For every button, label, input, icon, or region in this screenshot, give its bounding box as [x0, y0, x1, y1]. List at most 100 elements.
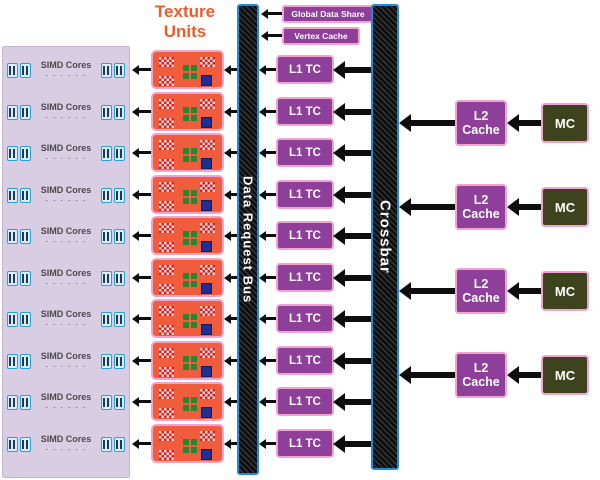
arrow-crossbar-to-l1	[345, 275, 372, 281]
simd-core-cluster: SIMD Cores· · · · · ·	[5, 218, 127, 254]
arrow-vertex-cache-to-bus	[268, 34, 282, 37]
pipeline-row: SIMD Cores· · · · · · L1 TC	[0, 91, 600, 133]
simd-cores-label: SIMD Cores	[40, 267, 92, 278]
simd-cores-label: SIMD Cores	[40, 101, 92, 112]
memory-channel: L2 Cache MC	[0, 352, 600, 398]
l2-cache: L2 Cache	[455, 268, 507, 314]
arrow-mc-to-l2	[519, 204, 541, 210]
pipeline-row: SIMD Cores· · · · · · L1 TC	[0, 132, 600, 174]
simd-core-cluster: SIMD Cores· · · · · ·	[5, 260, 127, 296]
arrow-bus-to-tu	[231, 317, 239, 320]
simd-core-cluster: SIMD Cores· · · · · ·	[5, 426, 127, 462]
simd-chip-icons	[100, 62, 125, 78]
simd-chip-icons	[7, 394, 31, 410]
texture-unit	[151, 50, 224, 89]
arrow-bus-to-tu	[231, 151, 239, 154]
arrow-bus-to-tu	[231, 110, 239, 113]
arrow-bus-to-tu	[231, 359, 239, 362]
simd-cores-label: SIMD Cores	[40, 184, 92, 195]
arrow-l2-to-crossbar	[411, 288, 455, 294]
simd-dots: · · · · · ·	[45, 111, 87, 122]
arrow-l1-to-bus	[266, 442, 277, 445]
memory-channel: L2 Cache MC	[0, 184, 600, 230]
arrow-tu-to-simd	[139, 276, 151, 279]
simd-chip-icons	[100, 311, 125, 327]
arrow-l1-to-bus	[266, 276, 277, 279]
l1-texture-cache: L1 TC	[276, 429, 334, 458]
arrow-l1-to-bus	[266, 193, 277, 196]
arrow-mc-to-l2	[519, 120, 541, 126]
arrow-tu-to-simd	[139, 359, 151, 362]
simd-chip-icons	[7, 436, 31, 452]
memory-channel: L2 Cache MC	[0, 100, 600, 146]
arrow-tu-to-simd	[139, 151, 151, 154]
pipeline-row: SIMD Cores· · · · · · L1 TC	[0, 381, 600, 423]
simd-core-cluster: SIMD Cores· · · · · ·	[5, 94, 127, 130]
simd-chip-icons	[100, 145, 125, 161]
l1-texture-cache: L1 TC	[276, 138, 334, 167]
texture-units-title: Texture Units	[154, 2, 216, 41]
texture-unit	[151, 424, 224, 463]
memory-controller: MC	[541, 187, 589, 227]
simd-chip-icons	[7, 270, 31, 286]
simd-dots: · · · · · ·	[45, 235, 87, 246]
l1-texture-cache: L1 TC	[276, 387, 334, 416]
simd-chip-icons	[100, 187, 125, 203]
simd-chip-icons	[7, 187, 31, 203]
arrow-mc-to-l2	[519, 372, 541, 378]
texture-unit	[151, 341, 224, 380]
data-request-bus: Data Request Bus	[237, 4, 259, 475]
simd-core-cluster: SIMD Cores· · · · · ·	[5, 135, 127, 171]
arrow-l1-to-bus	[266, 68, 277, 71]
texture-unit	[151, 299, 224, 338]
arrow-crossbar-to-l1	[345, 316, 372, 322]
arrow-l1-to-bus	[266, 234, 277, 237]
simd-dots: · · · · · ·	[45, 443, 87, 454]
simd-chip-icons	[7, 104, 31, 120]
simd-chip-icons	[100, 436, 125, 452]
simd-cores-label: SIMD Cores	[40, 142, 92, 153]
arrow-l1-to-bus	[266, 151, 277, 154]
arrow-bus-to-tu	[231, 442, 239, 445]
simd-chip-icons	[100, 104, 125, 120]
l1-texture-cache: L1 TC	[276, 55, 334, 84]
arrow-crossbar-to-l1	[345, 399, 372, 405]
arrow-tu-to-simd	[139, 317, 151, 320]
simd-cores-label: SIMD Cores	[40, 391, 92, 402]
global-data-share-box: Global Data Share	[282, 5, 374, 23]
memory-controller: MC	[541, 271, 589, 311]
arrow-tu-to-simd	[139, 68, 151, 71]
texture-unit	[151, 258, 224, 297]
simd-dots: · · · · · ·	[45, 318, 87, 329]
texture-unit	[151, 216, 224, 255]
simd-chip-icons	[100, 228, 125, 244]
crossbar-label: Crossbar	[376, 200, 394, 274]
simd-cores-label: SIMD Cores	[40, 308, 92, 319]
arrow-mc-to-l2	[519, 288, 541, 294]
pipeline-row: SIMD Cores· · · · · · L1 TC	[0, 174, 600, 216]
arrow-crossbar-to-l1	[345, 441, 372, 447]
arrow-tu-to-simd	[139, 193, 151, 196]
simd-core-cluster: SIMD Cores· · · · · ·	[5, 52, 127, 88]
arrow-bus-to-tu	[231, 234, 239, 237]
simd-core-cluster: SIMD Cores· · · · · ·	[5, 384, 127, 420]
data-request-bus-label: Data Request Bus	[240, 175, 256, 304]
simd-core-cluster: SIMD Cores· · · · · ·	[5, 343, 127, 379]
simd-chip-icons	[7, 311, 31, 327]
arrow-bus-to-tu	[231, 68, 239, 71]
pipeline-row: SIMD Cores· · · · · · L1 TC	[0, 340, 600, 382]
l1-texture-cache: L1 TC	[276, 263, 334, 292]
arrow-l1-to-bus	[266, 110, 277, 113]
texture-unit	[151, 175, 224, 214]
arrow-l2-to-crossbar	[411, 120, 455, 126]
arrow-l1-to-bus	[266, 400, 277, 403]
arrow-tu-to-simd	[139, 400, 151, 403]
memory-controller: MC	[541, 103, 589, 143]
vertex-cache-box: Vertex Cache	[282, 27, 360, 45]
simd-chip-icons	[7, 145, 31, 161]
arrow-crossbar-to-l1	[345, 109, 372, 115]
simd-dots: · · · · · ·	[45, 194, 87, 205]
pipeline-row: SIMD Cores· · · · · · L1 TC	[0, 298, 600, 340]
arrow-crossbar-to-l1	[345, 192, 372, 198]
simd-core-cluster: SIMD Cores· · · · · ·	[5, 177, 127, 213]
